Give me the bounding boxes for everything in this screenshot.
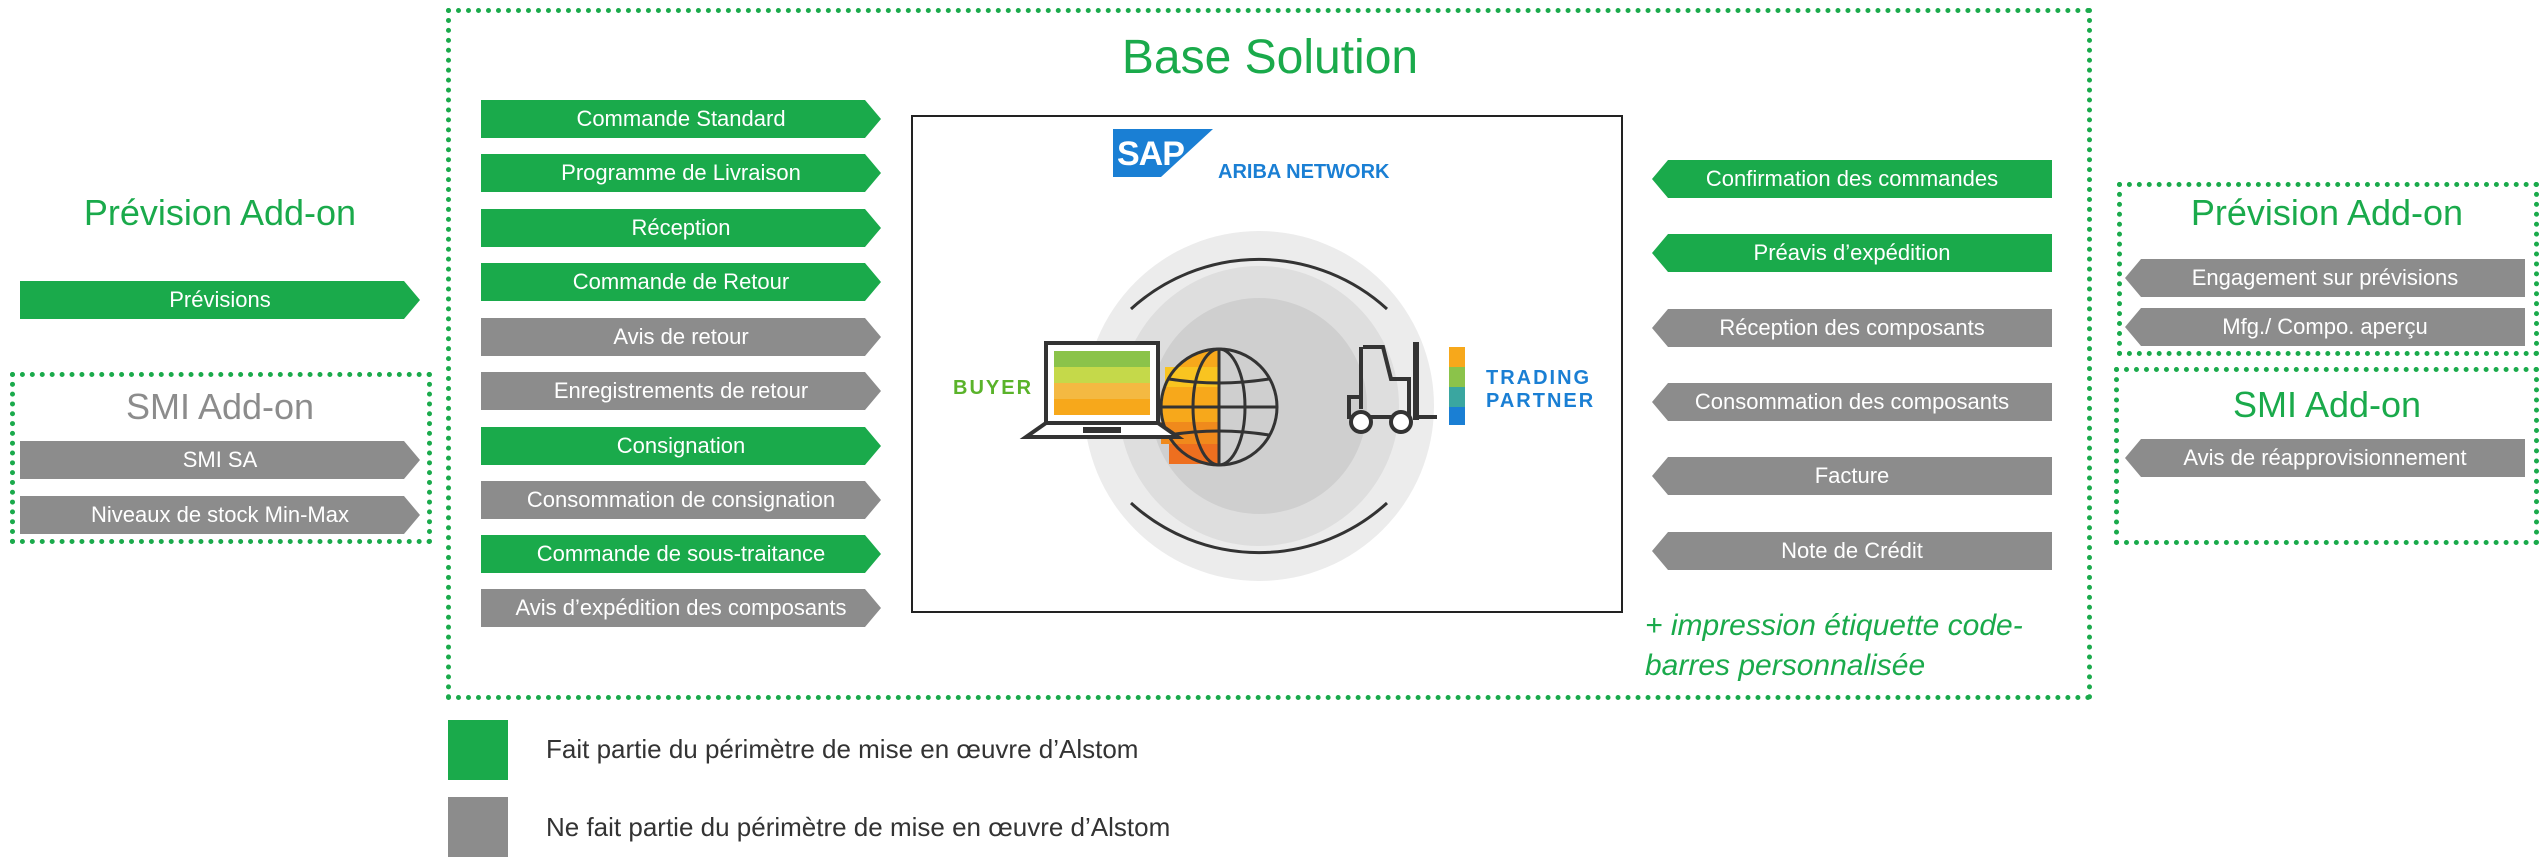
base-solution-title: Base Solution bbox=[1121, 31, 1419, 84]
base-right-item: Note de Crédit bbox=[1652, 532, 2052, 570]
left-smi-item: SMI SA bbox=[20, 441, 420, 479]
base-left-item: Avis d’expédition des composants bbox=[481, 589, 881, 627]
base-right-item: Confirmation des commandes bbox=[1652, 160, 2052, 198]
legend-swatch-green bbox=[448, 720, 508, 780]
trading-partner-label-2: PARTNER bbox=[1486, 390, 1596, 412]
base-right-item: Facture bbox=[1652, 457, 2052, 495]
buyer-label: BUYER bbox=[953, 377, 1034, 399]
right-smi-item: Avis de réapprovisionnement bbox=[2125, 439, 2525, 477]
base-solution-frame bbox=[446, 8, 2092, 700]
base-right-item: Préavis d’expédition bbox=[1652, 234, 2052, 272]
left-smi-item: Niveaux de stock Min-Max bbox=[20, 496, 420, 534]
left-prevision-title: Prévision Add-on bbox=[83, 192, 357, 233]
left-smi-frame bbox=[10, 372, 432, 544]
base-left-item: Commande de sous-traitance bbox=[481, 535, 881, 573]
barcode-note: + impression étiquette code-barres perso… bbox=[1645, 609, 2023, 682]
previsions-item: Prévisions bbox=[20, 281, 420, 319]
legend-label-gray: Ne fait partie du périmètre de mise en œ… bbox=[546, 812, 1171, 842]
base-left-item: Programme de Livraison bbox=[481, 154, 881, 192]
base-left-item: Réception bbox=[481, 209, 881, 247]
base-right-item: Consommation des composants bbox=[1652, 383, 2052, 421]
sap-logo-text: SAP bbox=[1117, 135, 1185, 173]
ariba-network-panel: SAP ARIBA NETWORK BUYER TRADING PARTNER bbox=[911, 115, 1623, 613]
base-left-item: Consignation bbox=[481, 427, 881, 465]
legend-swatch-gray bbox=[448, 797, 508, 857]
base-left-item: Enregistrements de retour bbox=[481, 372, 881, 410]
right-smi-frame bbox=[2114, 367, 2539, 545]
right-prevision-frame bbox=[2117, 182, 2539, 356]
base-left-item: Consommation de consignation bbox=[481, 481, 881, 519]
base-left-item: Avis de retour bbox=[481, 318, 881, 356]
left-smi-title: SMI Add-on bbox=[125, 386, 315, 427]
base-left-item: Commande de Retour bbox=[481, 263, 881, 301]
right-prevision-title: Prévision Add-on bbox=[2190, 192, 2464, 233]
trading-partner-label-1: TRADING bbox=[1486, 367, 1592, 389]
right-smi-title: SMI Add-on bbox=[2232, 384, 2422, 425]
legend-label-green: Fait partie du périmètre de mise en œuvr… bbox=[546, 734, 1139, 764]
right-prevision-item: Engagement sur prévisions bbox=[2125, 259, 2525, 297]
right-prevision-item: Mfg./ Compo. aperçu bbox=[2125, 308, 2525, 346]
ariba-network-illustration bbox=[1019, 129, 1465, 581]
base-left-item: Commande Standard bbox=[481, 100, 881, 138]
ariba-network-label: ARIBA NETWORK bbox=[1218, 161, 1390, 183]
base-right-item: Réception des composants bbox=[1652, 309, 2052, 347]
